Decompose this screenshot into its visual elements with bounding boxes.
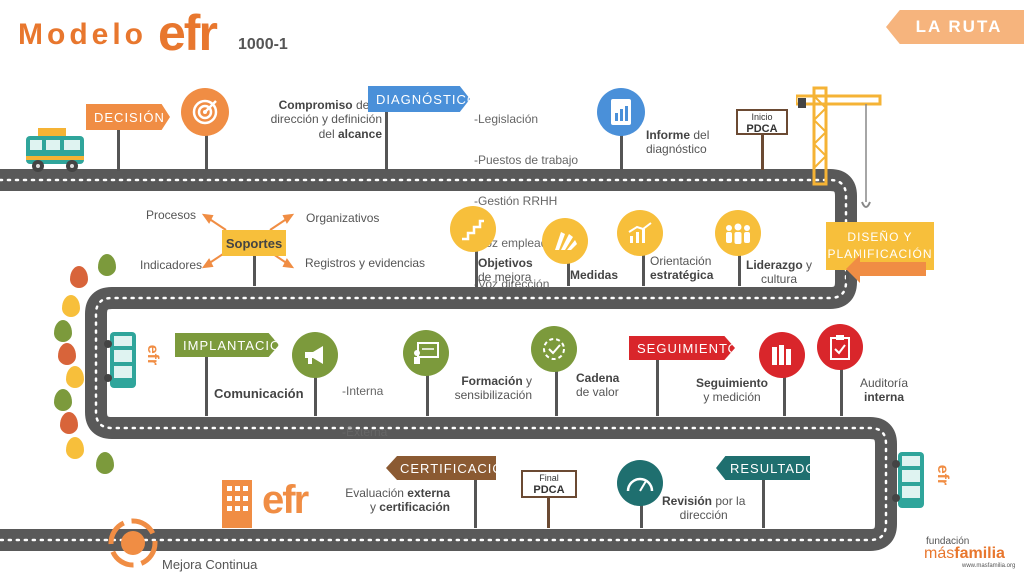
compromiso-text: Compromiso de la dirección y definición …: [270, 98, 382, 141]
crane-icon: [796, 86, 882, 208]
pole: [253, 256, 256, 286]
pole: [426, 374, 429, 416]
decision-sign: DECISIÓN: [86, 104, 170, 130]
seguimiento-sign: SEGUIMIENTO: [629, 336, 735, 360]
pole: [738, 248, 741, 286]
swatches-icon: [542, 218, 588, 264]
gauge-icon: [617, 460, 663, 506]
cycle-arrows-icon: [108, 518, 158, 568]
tree-icon: [66, 437, 84, 459]
report-icon: [597, 88, 645, 136]
soportes-box: Soportes: [222, 230, 286, 256]
pole: [762, 476, 765, 528]
megaphone-icon: [292, 332, 338, 378]
tree-icon: [66, 366, 84, 388]
pole: [783, 372, 786, 416]
clipboard-icon: [817, 324, 863, 370]
tree-icon: [54, 389, 72, 411]
pole: [205, 120, 208, 170]
pole: [205, 354, 208, 416]
fundacion-label: fundación: [926, 536, 970, 547]
pole: [620, 120, 623, 170]
implantacion-sign: IMPLANTACIÓN: [175, 333, 279, 357]
efr-small-logo: efr: [144, 344, 162, 366]
procesos-label: Procesos: [146, 208, 197, 222]
pole: [475, 245, 478, 287]
pole: [547, 494, 550, 528]
masfamilia-logo: másfamilia: [924, 545, 1005, 562]
pole: [840, 364, 843, 416]
pole: [642, 248, 645, 286]
bus-icon: [104, 332, 136, 388]
efr-small-logo: efr: [934, 464, 952, 486]
target-icon: [181, 88, 229, 136]
tree-icon: [62, 295, 80, 317]
title-modelo: Modelo: [18, 18, 147, 51]
tree-icon: [98, 254, 116, 276]
pole: [385, 98, 388, 170]
bars-icon: [759, 332, 805, 378]
comunicacion-text: Comunicación: [214, 386, 304, 401]
cycle-icon: [531, 326, 577, 372]
evaluacion-text: Evaluación externa y certificación: [345, 486, 450, 515]
tree-icon: [54, 320, 72, 342]
training-icon: [403, 330, 449, 376]
certificacion-sign: CERTIFICACIÓN: [386, 456, 496, 480]
tree-icon: [58, 343, 76, 365]
bus-icon: [26, 128, 84, 172]
mejora-label: Mejora Continua: [162, 557, 258, 572]
informe-text: Informe del diagnóstico: [646, 128, 710, 157]
medidas-text: Medidas: [570, 268, 619, 282]
building-icon: [222, 480, 252, 528]
pole: [846, 262, 849, 282]
tree-icon: [96, 452, 114, 474]
pole: [117, 105, 120, 171]
pole: [555, 370, 558, 416]
pole: [314, 376, 317, 416]
registros-label: Registros y evidencias: [305, 256, 426, 270]
comunicacion-list: -Interna -Externa: [342, 383, 388, 439]
arrow-left-icon: [846, 255, 926, 283]
pole: [640, 504, 643, 528]
bus-icon: [892, 452, 924, 508]
pole: [474, 476, 477, 528]
pole: [761, 110, 764, 170]
resultados-sign: RESULTADOS: [716, 456, 810, 480]
la-ruta-tag: LA RUTA: [886, 10, 1024, 44]
efr-big-logo: efr: [262, 478, 309, 522]
pole: [567, 256, 570, 286]
stairs-icon: [450, 206, 496, 252]
team-icon: [715, 210, 761, 256]
tree-icon: [60, 412, 78, 434]
tree-icon: [70, 266, 88, 288]
pole: [656, 356, 659, 416]
title-efr: efr: [158, 5, 218, 61]
growth-chart-icon: [617, 210, 663, 256]
organizativos-label: Organizativos: [306, 211, 380, 225]
indicadores-label: Indicadores: [140, 258, 203, 272]
diagnostico-sign: DIAGNÓSTICO: [368, 86, 470, 112]
masfamilia-url: www.masfamilia.org: [962, 563, 1016, 569]
title-version: 1000-1: [238, 36, 288, 53]
